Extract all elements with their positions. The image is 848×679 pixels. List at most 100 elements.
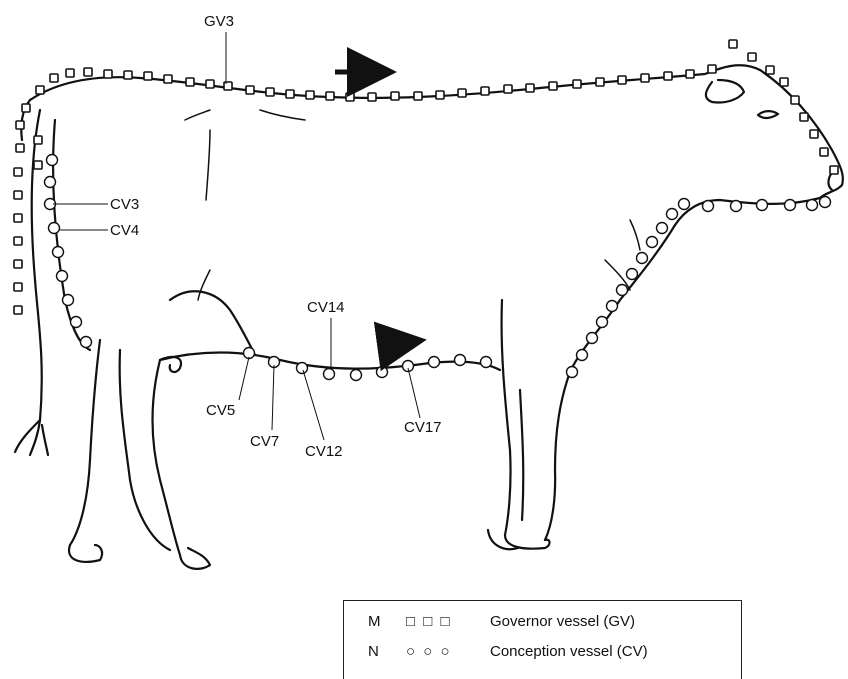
conception-vessel-point xyxy=(49,223,60,234)
conception-vessel-point xyxy=(807,200,818,211)
legend-governor-vessel: Governor vessel (GV) xyxy=(490,611,635,633)
hind-leg-front xyxy=(153,360,181,555)
chest xyxy=(570,225,675,372)
governor-vessel-point xyxy=(780,78,788,86)
conception-vessel-point xyxy=(587,333,598,344)
governor-vessel-point xyxy=(16,144,24,152)
detail-5 xyxy=(630,220,640,250)
conception-vessel-point xyxy=(71,317,82,328)
front-hoof xyxy=(505,535,550,549)
governor-vessel-point xyxy=(306,91,314,99)
governor-vessel-point xyxy=(186,78,194,86)
governor-vessel-point xyxy=(748,53,756,61)
front-leg-front xyxy=(545,372,570,540)
conception-vessel-point xyxy=(45,177,56,188)
legend-key-m: M xyxy=(368,611,381,633)
governor-vessel-point xyxy=(50,74,58,82)
leader-lines xyxy=(53,32,420,440)
governor-vessel-point xyxy=(14,214,22,222)
conception-vessel-point xyxy=(63,295,74,306)
governor-vessel-point xyxy=(526,84,534,92)
governor-vessel-point xyxy=(84,68,92,76)
governor-vessel-point xyxy=(729,40,737,48)
governor-vessel-point xyxy=(641,74,649,82)
governor-vessel-point xyxy=(144,72,152,80)
governor-vessel-point xyxy=(458,89,466,97)
governor-vessel-point xyxy=(36,86,44,94)
conception-vessel-point xyxy=(324,369,335,380)
tail-2 xyxy=(53,120,90,350)
conception-vessel-point xyxy=(577,350,588,361)
governor-vessel-point xyxy=(16,121,24,129)
throat xyxy=(675,198,820,225)
flank xyxy=(170,291,255,355)
conception-vessel-point xyxy=(377,367,388,378)
conception-vessel-point xyxy=(731,201,742,212)
governor-vessel-point xyxy=(664,72,672,80)
head-outline xyxy=(760,70,843,198)
conception-vessel-point xyxy=(81,337,92,348)
governor-vessel-point xyxy=(346,93,354,101)
hind-hoof-2 xyxy=(69,545,102,562)
conception-vessel-point xyxy=(244,348,255,359)
conception-vessel-point xyxy=(617,285,628,296)
conception-vessel-point xyxy=(57,271,68,282)
hind-hoof xyxy=(180,548,210,569)
cow-outline xyxy=(15,65,843,569)
governor-vessel-point xyxy=(266,88,274,96)
conception-vessel-point xyxy=(679,199,690,210)
conception-vessel-point xyxy=(47,155,58,166)
conception-vessel-point xyxy=(667,209,678,220)
arrow-belly xyxy=(380,343,402,346)
label-cv5: CV5 xyxy=(206,402,235,419)
governor-vessel-point xyxy=(34,136,42,144)
conception-vessel-point xyxy=(481,357,492,368)
tail-tuft xyxy=(15,420,48,455)
conception-vessel-point xyxy=(607,301,618,312)
conception-vessel-point xyxy=(597,317,608,328)
conception-vessel-point xyxy=(351,370,362,381)
hind-leg-back xyxy=(70,340,100,545)
conception-vessel-points xyxy=(45,155,831,381)
governor-vessel-point xyxy=(34,161,42,169)
governor-vessel-point xyxy=(504,85,512,93)
legend-square-symbols: □ □ □ xyxy=(406,611,452,633)
conception-vessel-point xyxy=(637,253,648,264)
detail-2 xyxy=(206,130,210,200)
governor-vessel-point xyxy=(326,92,334,100)
conception-vessel-point xyxy=(703,201,714,212)
detail-3 xyxy=(260,110,305,120)
conception-vessel-point xyxy=(455,355,466,366)
conception-vessel-point xyxy=(757,200,768,211)
detail-6 xyxy=(198,270,210,300)
governor-vessel-point xyxy=(14,306,22,314)
governor-vessel-point xyxy=(124,71,132,79)
governor-vessel-point xyxy=(206,80,214,88)
legend-row-gv: M □ □ □ Governor vessel (GV) xyxy=(344,611,741,633)
governor-vessel-point xyxy=(830,166,838,174)
belly xyxy=(160,353,500,371)
front-leg-inner xyxy=(520,390,523,520)
conception-vessel-point xyxy=(567,367,578,378)
label-cv14: CV14 xyxy=(307,299,345,316)
governor-vessel-point xyxy=(596,78,604,86)
legend-conception-vessel: Conception vessel (CV) xyxy=(490,641,648,663)
governor-vessel-point xyxy=(573,80,581,88)
ear xyxy=(706,80,744,103)
label-cv12: CV12 xyxy=(305,443,343,460)
governor-vessel-point xyxy=(66,69,74,77)
governor-vessel-point xyxy=(436,91,444,99)
governor-vessel-point xyxy=(14,191,22,199)
label-cv17: CV17 xyxy=(404,419,442,436)
governor-vessel-point xyxy=(766,66,774,74)
legend-circle-symbols: ○ ○ ○ xyxy=(406,641,452,663)
governor-vessel-point xyxy=(618,76,626,84)
governor-vessel-point xyxy=(224,82,232,90)
conception-vessel-point xyxy=(429,357,440,368)
legend-box: M □ □ □ Governor vessel (GV) N ○ ○ ○ Con… xyxy=(343,600,742,679)
governor-vessel-point xyxy=(414,92,422,100)
front-leg-back xyxy=(502,300,511,535)
governor-vessel-point xyxy=(800,113,808,121)
